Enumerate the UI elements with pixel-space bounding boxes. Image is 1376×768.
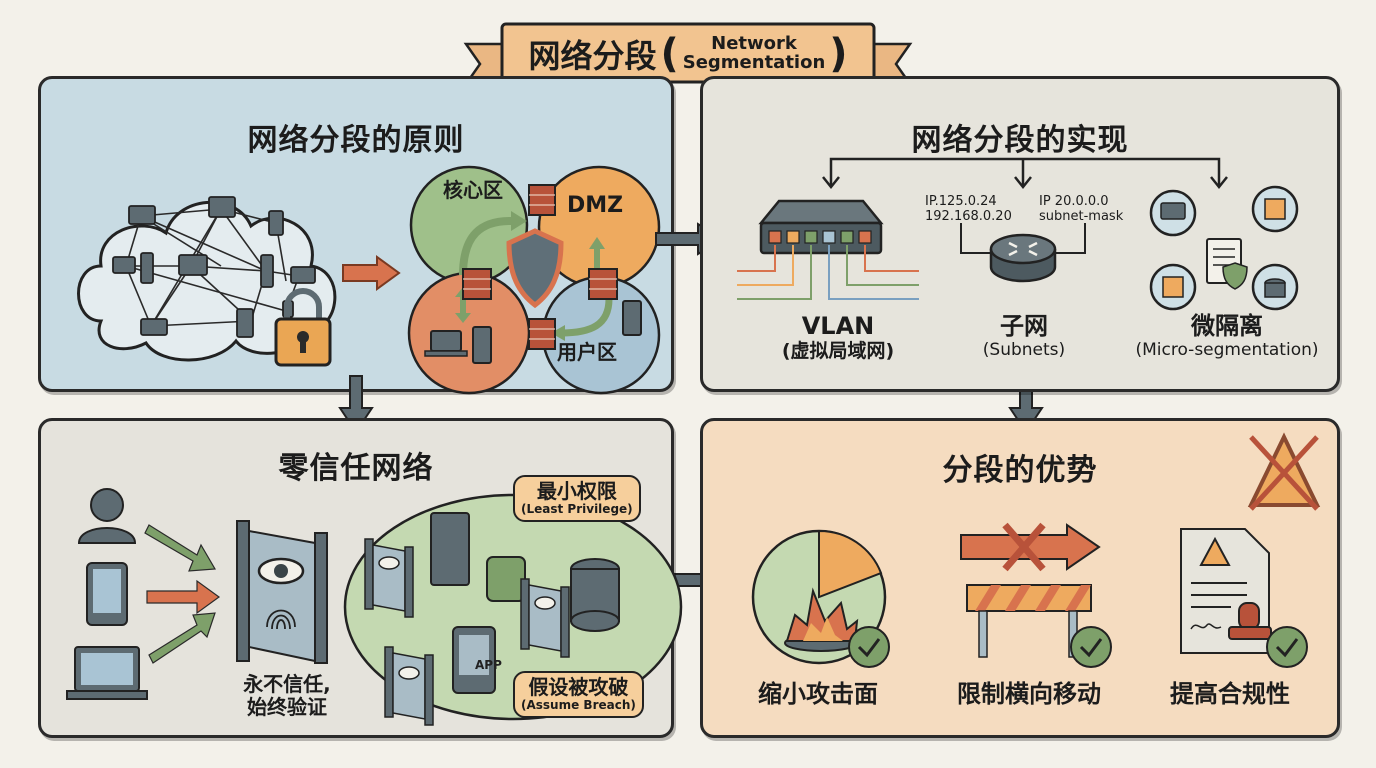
principles-title: 网络分段的原则 bbox=[247, 123, 465, 158]
check-icon bbox=[857, 638, 881, 658]
method-micro-name: 微隔离 bbox=[1191, 312, 1263, 340]
subnet-ip-left: IP.125.0.24 192.168.0.20 bbox=[925, 194, 1012, 225]
bubble-least-privilege: 最小权限 (Least Privilege) bbox=[513, 475, 641, 522]
banner-paren-open: ( bbox=[660, 31, 679, 77]
micro-gate-icon bbox=[520, 578, 570, 658]
benefit-improve-compliance: 提高合规性 bbox=[1170, 680, 1290, 708]
zero-trust-title: 零信任网络 bbox=[278, 451, 434, 486]
arrow-right-red-icon bbox=[342, 255, 401, 291]
monitor-icon bbox=[112, 256, 136, 274]
attack-surface-icon bbox=[751, 529, 890, 668]
implementation-panel: 网络分段的实现 IP.125.0.24 bbox=[700, 76, 1340, 392]
warning-icon bbox=[1199, 536, 1231, 566]
firewall-icon bbox=[528, 318, 556, 350]
method-vlan-name: VLAN bbox=[801, 312, 875, 340]
shield-check-icon bbox=[1222, 262, 1248, 290]
benefits-title: 分段的优势 bbox=[942, 453, 1098, 488]
micro-gate-icon bbox=[364, 538, 414, 618]
bubble-least-privilege-en: (Least Privilege) bbox=[521, 502, 633, 516]
server-icon bbox=[140, 252, 154, 284]
benefit-limit-lateral-movement: 限制横向移动 bbox=[957, 680, 1101, 708]
subnet-router-icon bbox=[960, 223, 1086, 283]
banner-title: 网络分段 ( Network Segmentation ) bbox=[508, 26, 868, 82]
padlock-icon bbox=[274, 288, 332, 367]
bubble-least-privilege-cn: 最小权限 bbox=[536, 479, 617, 503]
user-icon bbox=[90, 488, 124, 522]
bubble-assume-breach: 假设被攻破 (Assume Breach) bbox=[513, 671, 644, 718]
subnet-ip-left-line1: IP.125.0.24 bbox=[925, 194, 997, 209]
check-icon bbox=[1275, 638, 1299, 658]
bubble-assume-breach-en: (Assume Breach) bbox=[521, 698, 636, 712]
method-micro-segmentation: 微隔离 (Micro-segmentation) bbox=[1117, 312, 1337, 360]
laptop-icon bbox=[430, 330, 462, 352]
banner-title-english: Network Segmentation bbox=[682, 33, 826, 73]
shield-icon bbox=[506, 228, 564, 309]
method-subnets: 子网 (Subnets) bbox=[959, 312, 1089, 360]
laptop-icon bbox=[128, 205, 156, 225]
server-icon bbox=[472, 326, 492, 364]
subnet-ip-right-line1: IP 20.0.0.0 bbox=[1039, 194, 1109, 209]
method-vlan-sub: (虚拟局域网) bbox=[781, 339, 895, 362]
stamp-icon bbox=[1238, 602, 1260, 630]
banner-title-chinese: 网络分段 bbox=[528, 37, 657, 75]
method-vlan: VLAN (虚拟局域网) bbox=[773, 312, 903, 362]
implementation-branch-arrows bbox=[822, 157, 1228, 190]
subnet-ip-right-line2: subnet-mask bbox=[1039, 208, 1124, 224]
monitor-icon bbox=[1160, 202, 1186, 220]
check-icon bbox=[1079, 638, 1103, 658]
micro-segmentation-icon bbox=[1149, 185, 1299, 311]
zone-label-core: 核心区 bbox=[443, 178, 503, 202]
user-devices bbox=[66, 488, 221, 700]
banner-title-english-line2: Segmentation bbox=[682, 52, 826, 73]
fingerprint-icon bbox=[266, 609, 296, 630]
firewall-icon bbox=[528, 184, 556, 216]
protected-enclave bbox=[343, 493, 683, 726]
compliance-icon bbox=[1180, 528, 1308, 668]
micro-gate-icon bbox=[384, 646, 434, 726]
zero-trust-motto: 永不信任, 始终验证 bbox=[227, 673, 347, 719]
principles-panel: 网络分段的原则 bbox=[38, 76, 674, 395]
subnet-ip-right: IP 20.0.0.0 subnet-mask bbox=[1039, 194, 1124, 225]
zero-trust-panel: 零信任网络 永不信任, 始终验证 bbox=[38, 418, 683, 738]
method-subnets-sub: (Subnets) bbox=[982, 339, 1066, 360]
benefits-panel: 分段的优势 缩小攻击面 限制横向移动 提高合规性 bbox=[700, 418, 1340, 738]
benefit-reduce-attack-surface: 缩小攻击面 bbox=[758, 680, 878, 708]
method-subnets-name: 子网 bbox=[1000, 312, 1048, 340]
database-icon bbox=[570, 558, 620, 632]
server-icon bbox=[430, 512, 470, 586]
segmented-zones-diagram bbox=[407, 165, 661, 395]
zero-trust-motto-line1: 永不信任, bbox=[243, 672, 331, 696]
banner-title-english-line1: Network bbox=[711, 33, 797, 55]
title-banner-ribbon bbox=[463, 22, 913, 86]
zero-trust-gate-icon bbox=[236, 520, 328, 664]
firewall-icon bbox=[462, 268, 492, 300]
warning-crossed-icon bbox=[1247, 432, 1321, 511]
banner-paren-close: ) bbox=[829, 31, 848, 77]
implementation-title: 网络分段的实现 bbox=[911, 123, 1129, 158]
app-label: APP bbox=[475, 658, 502, 672]
lateral-movement-blocked-icon bbox=[960, 522, 1112, 668]
bubble-assume-breach-cn: 假设被攻破 bbox=[528, 675, 629, 699]
server-icon bbox=[622, 300, 642, 336]
vlan-switch-icon bbox=[737, 199, 919, 300]
flat-network-cloud bbox=[77, 196, 337, 362]
firewall-icon bbox=[588, 268, 618, 300]
phone-icon bbox=[268, 210, 284, 236]
zone-label-user: 用户区 bbox=[557, 340, 617, 364]
zone-label-dmz: DMZ bbox=[567, 193, 624, 218]
zero-trust-motto-line2: 始终验证 bbox=[247, 695, 327, 719]
subnet-ip-left-line2: 192.168.0.20 bbox=[925, 208, 1012, 224]
method-micro-sub: (Micro-segmentation) bbox=[1135, 339, 1319, 360]
attacker-icon bbox=[486, 556, 526, 602]
